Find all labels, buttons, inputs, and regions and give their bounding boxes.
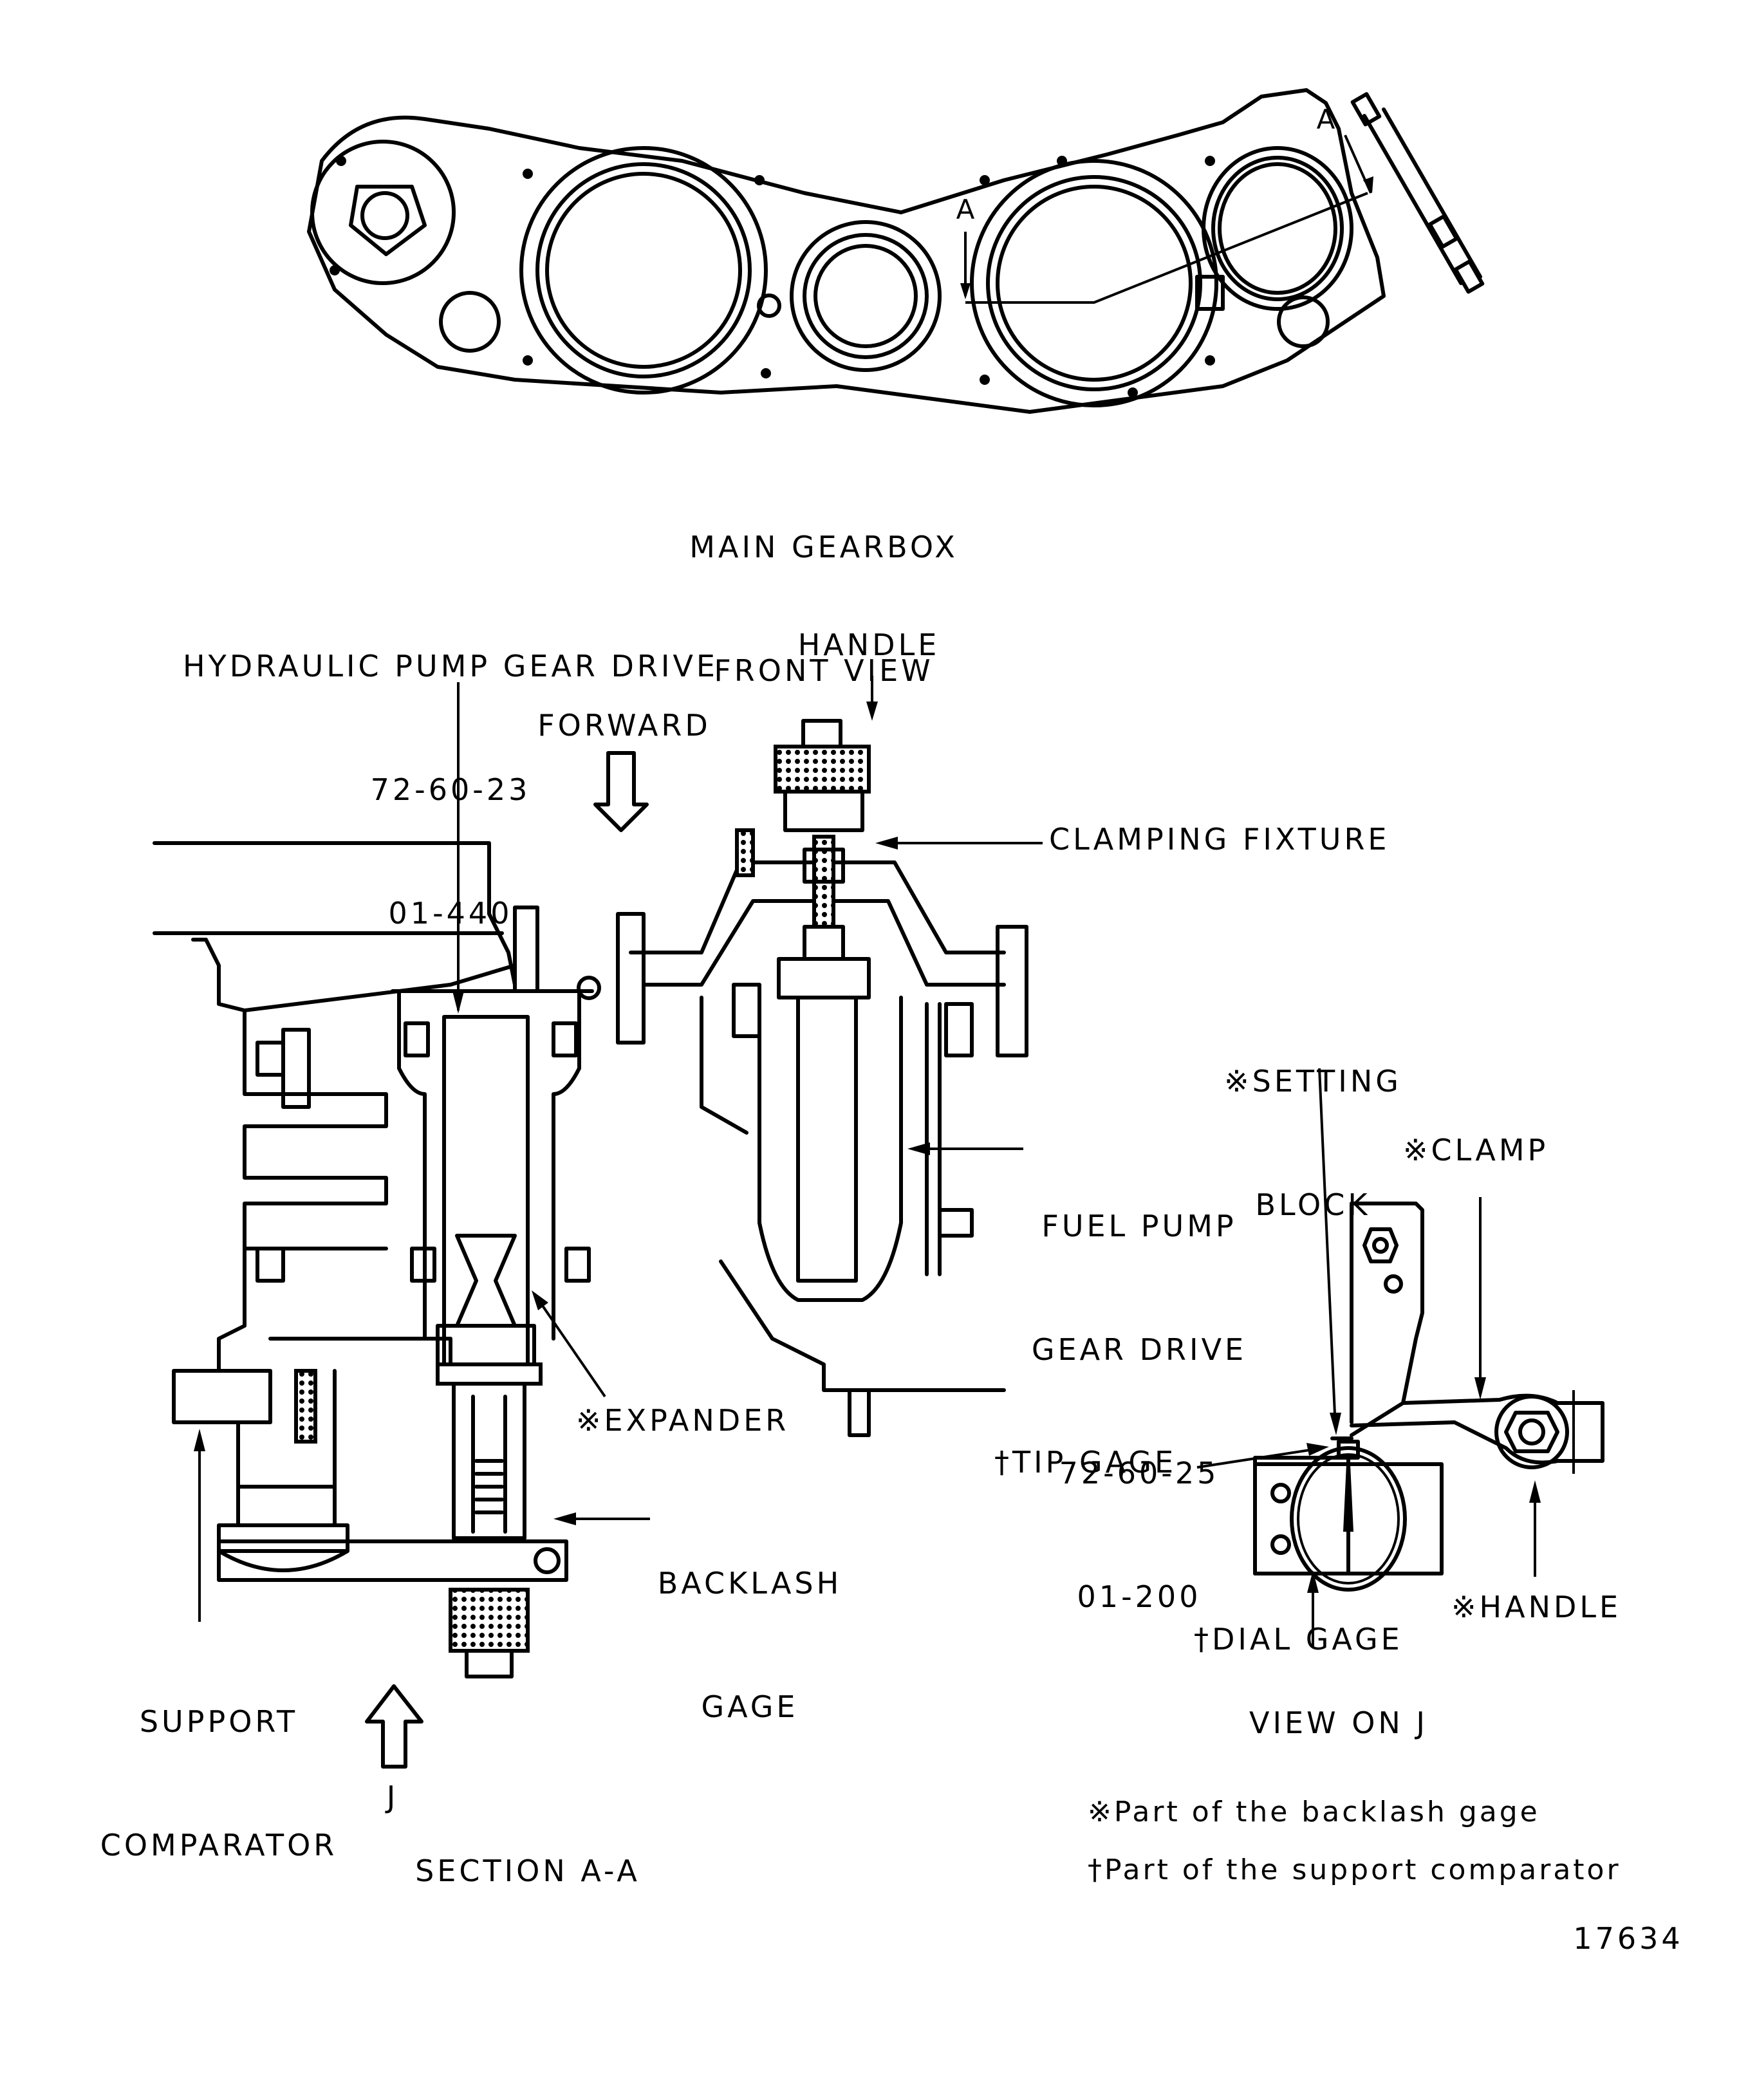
fuel-drive-code: 01-200 [1077,1579,1202,1614]
label-tip-gage: †TIP GAGE [994,1445,1177,1480]
gearbox-front-view [307,88,1485,414]
label-clamping-fixture: CLAMPING FIXTURE [1049,822,1390,857]
section-marker-left: A [956,194,975,225]
section-leaders [194,676,1043,1622]
hydraulic-gear-shaft [391,989,594,1386]
label-backlash-gage: BACKLASH GAGE [650,1480,850,1769]
clamping-fixture [629,828,1028,1057]
backlash-gage-line1: BACKLASH [657,1566,842,1601]
label-handle-view-j: ※HANDLE [1451,1590,1622,1624]
support-comparator-line2: COMPARATOR [100,1828,338,1863]
label-clamp: ※CLAMP [1403,1133,1549,1167]
label-fuel-pump-gear-drive: FUEL PUMP GEAR DRIVE 72-60-25 01-200 [1023,1123,1255,1659]
view-on-j-title: VIEW ON J [1249,1705,1428,1740]
fuel-pump-shaft [700,957,974,1302]
section-bolts [256,906,646,1283]
front-view-title: MAIN GEARBOX FRONT VIEW [676,444,972,732]
section-a-a-title: SECTION A-A [415,1854,640,1888]
support-comparator-drawing [172,1369,349,1572]
hydraulic-drive-ata: 72-60-23 [370,772,531,807]
legend-backlash-gage-note: ※Part of the backlash gage [1088,1796,1540,1828]
dial-gage-face [1290,1446,1407,1592]
left-accessory-gear [310,140,501,353]
label-dial-gage: †DIAL GAGE [1194,1622,1403,1657]
view-direction-letter: J [386,1779,399,1814]
hydraulic-drive-name: HYDRAULIC PUMP GEAR DRIVE [183,649,718,683]
legend-support-comparator-note: †Part of the support comparator [1088,1854,1621,1886]
hydraulic-drive-code: 01-440 [388,896,513,931]
handle-drawing [774,719,871,832]
label-support-comparator: SUPPORT COMPARATOR [97,1619,341,1907]
backlash-gage-line2: GAGE [701,1689,799,1724]
forward-arrow [593,751,649,832]
large-bore-left [519,146,768,395]
hydraulic-pump-bore [757,220,942,372]
setting-block-line2: BLOCK [1255,1187,1371,1222]
figure-number: 17634 [1573,1921,1684,1956]
fuel-drive-name-2: GEAR DRIVE [1031,1332,1247,1367]
section-line-a-a [960,135,1373,304]
fixture-bar [1350,92,1485,294]
bolt-holes [330,156,1215,398]
label-expander: ※EXPANDER [576,1403,790,1438]
label-handle: HANDLE [797,627,940,662]
fuel-drive-name-1: FUEL PUMP [1041,1209,1237,1243]
front-view-title-line2: FRONT VIEW [714,653,934,688]
label-setting-block: ※SETTING BLOCK [1223,978,1403,1267]
fuel-pump-bore [1195,146,1353,348]
label-forward: FORWARD [537,708,711,743]
view-on-j-drawing [1196,1068,1604,1648]
section-a-a-drawing [153,676,1043,1769]
view-j-arrow [365,1684,423,1769]
setting-block-line1: ※SETTING [1224,1064,1402,1099]
backlash-gage-drawing [217,1382,568,1678]
large-bore-right [970,159,1218,407]
label-hydraulic-pump-gear-drive: HYDRAULIC PUMP GEAR DRIVE 72-60-23 01-44… [167,563,734,975]
support-comparator-line1: SUPPORT [139,1704,299,1739]
front-view-title-line1: MAIN GEARBOX [689,530,958,564]
section-marker-right: A [1317,104,1335,135]
fuel-drive-ata: 72-60-25 [1059,1456,1220,1491]
